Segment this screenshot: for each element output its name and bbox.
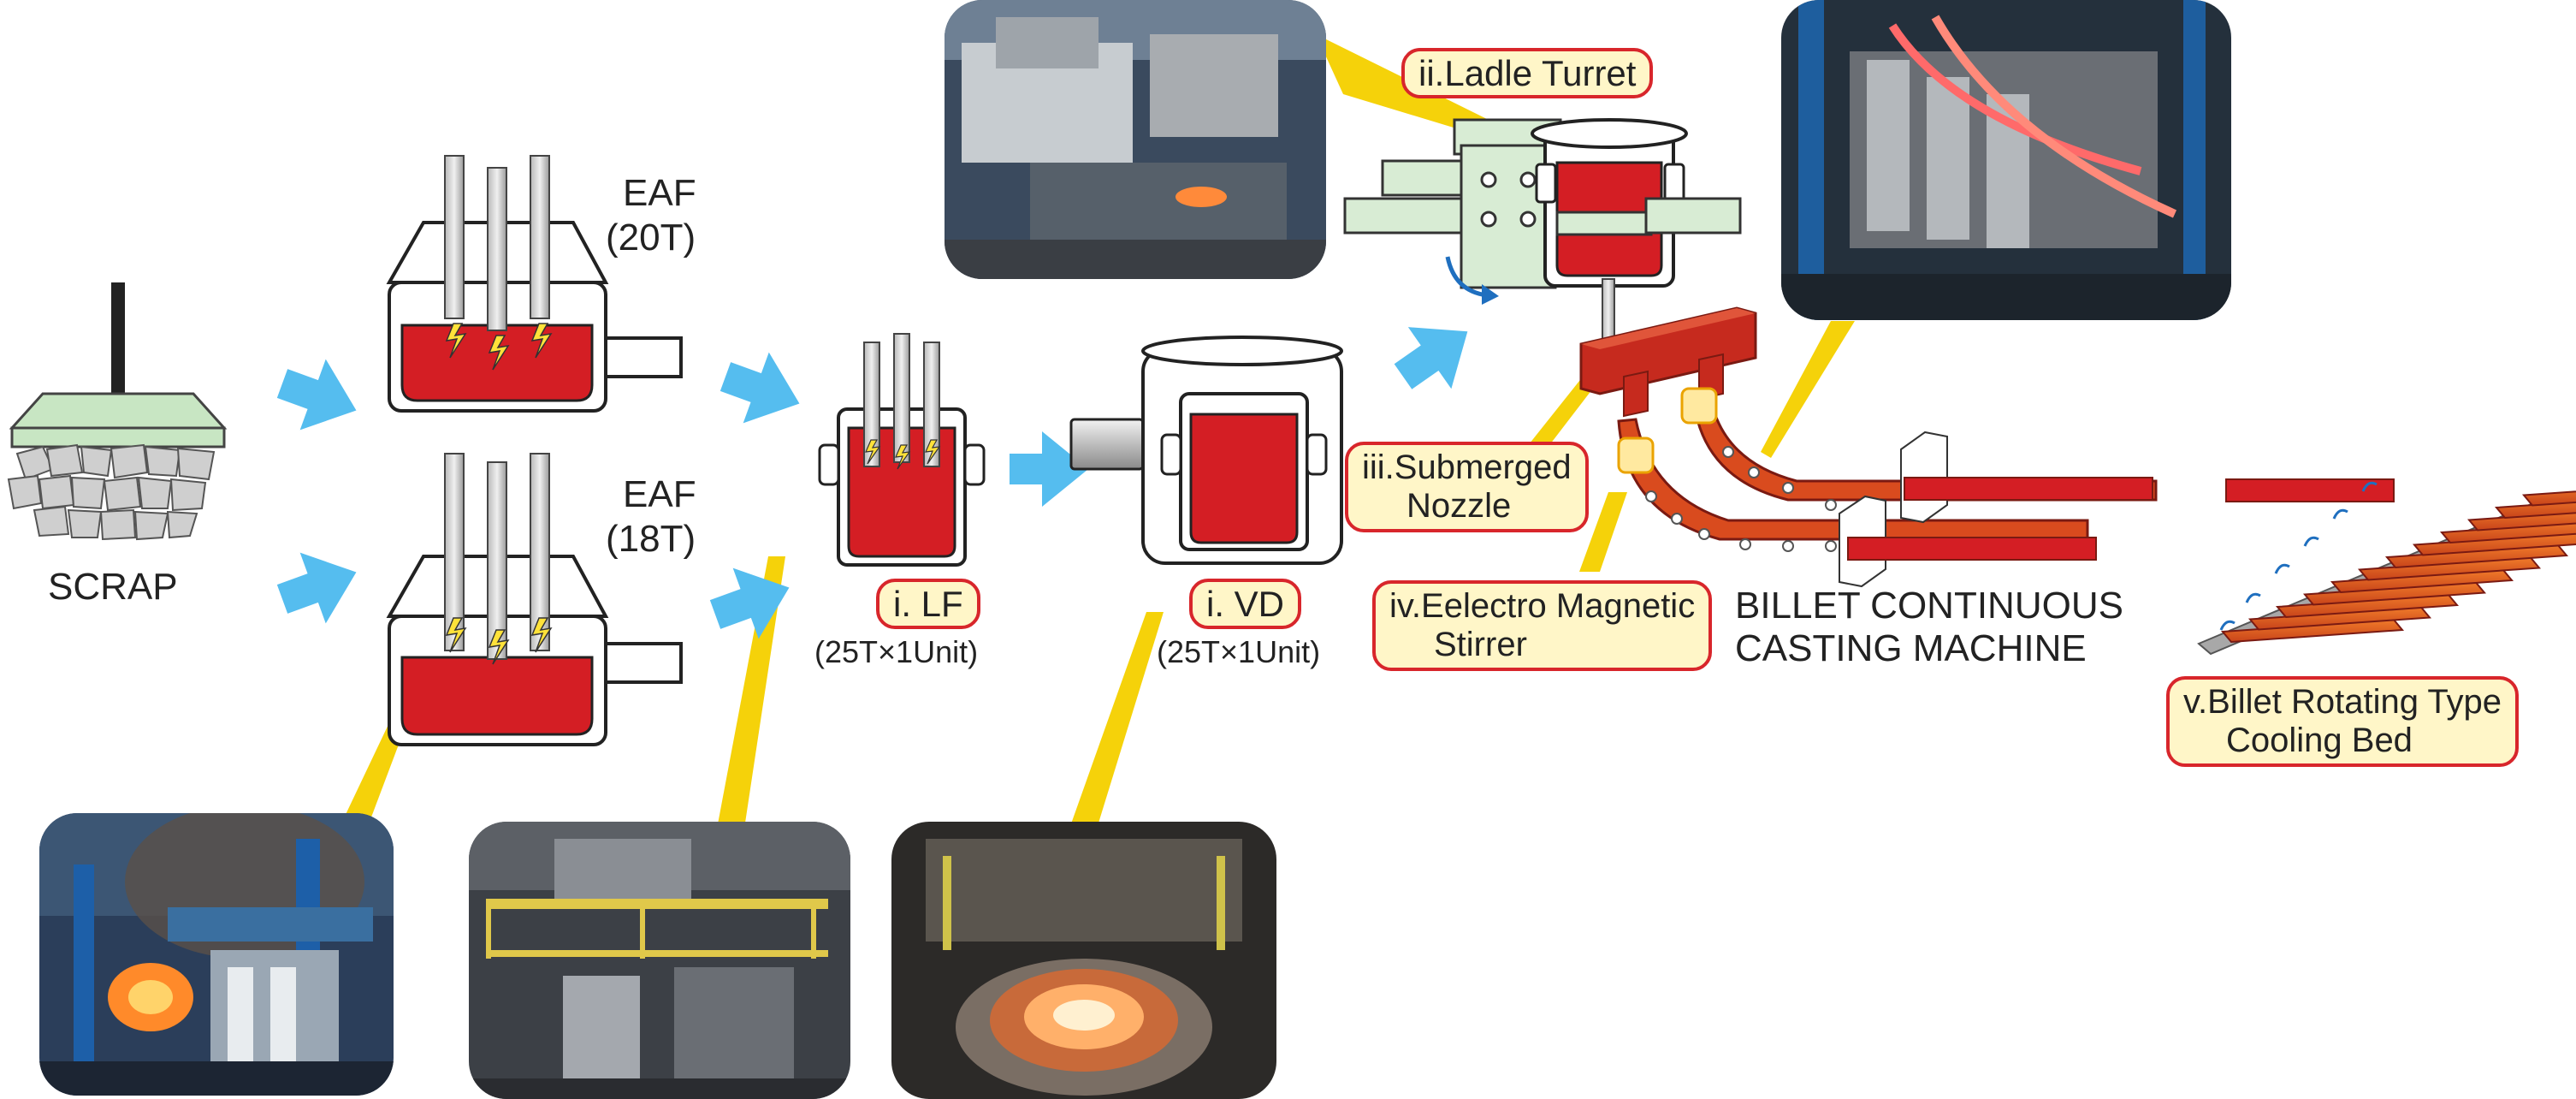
ladle-turret [1343, 118, 1742, 348]
stirrer-tag: iv.Eelectro Magnetic Stirrer [1372, 580, 1713, 671]
lf-label: i. LF [893, 584, 963, 624]
ccm-photo [1781, 0, 2231, 320]
arrow-scrap-eaf2 [269, 537, 370, 635]
cooling-bed-line2: Cooling Bed [2226, 721, 2413, 759]
arrow-scrap-eaf1 [269, 348, 370, 446]
lf-tag: i. LF [876, 579, 980, 630]
eaf-photo [39, 813, 394, 1096]
vd-photo [891, 822, 1276, 1099]
billet-bar [2494, 501, 2576, 520]
lf-capacity: (25T×1Unit) [814, 634, 979, 669]
eaf-1-capacity: (20T) [606, 217, 696, 258]
billet-bar [2466, 511, 2576, 532]
stirrer-line1: iv.Eelectro Magnetic [1389, 587, 1696, 625]
submerged-nozzle-tag: iii.Submerged Nozzle [1345, 442, 1589, 532]
vacuum-degasser [1069, 336, 1343, 565]
eaf-2-capacity: (18T) [606, 518, 696, 560]
ladle-turret-tag: ii.Ladle Turret [1401, 48, 1654, 99]
ccm-line1: BILLET CONTINUOUS [1735, 585, 2123, 627]
arrow-eaf1-lf [712, 341, 813, 439]
stirrer-line2: Stirrer [1434, 625, 1527, 663]
cooling-bed [2197, 478, 2576, 656]
submerged-nozzle-line1: iii.Submerged [1362, 449, 1572, 486]
vd-tag: i. VD [1189, 579, 1302, 630]
vd-capacity: (25T×1Unit) [1157, 634, 1321, 669]
eaf-1-furnace [386, 155, 683, 413]
scrap-magnet-icon [7, 282, 228, 541]
arrow-eaf2-lf [702, 552, 802, 650]
lf-photo [469, 822, 850, 1099]
vd-label: i. VD [1206, 584, 1285, 624]
eaf-1-name: EAF [623, 172, 696, 214]
eaf-2-furnace [386, 453, 683, 746]
ccm-line2: CASTING MACHINE [1735, 627, 2087, 669]
billet-bar [2521, 490, 2576, 507]
ladle-furnace [818, 333, 986, 567]
scrap-label: SCRAP [48, 566, 178, 608]
arrow-vd-turret [1381, 300, 1489, 408]
ladle-turret-label: ii.Ladle Turret [1418, 53, 1637, 93]
cooling-bed-tag: v.Billet Rotating Type Cooling Bed [2166, 676, 2520, 767]
submerged-nozzle-line2: Nozzle [1406, 486, 1512, 525]
eaf-2-name: EAF [623, 473, 696, 515]
cooling-bed-line1: v.Billet Rotating Type [2183, 683, 2502, 721]
billet-caster [1579, 306, 2158, 588]
ladle-turret-photo [945, 0, 1326, 279]
